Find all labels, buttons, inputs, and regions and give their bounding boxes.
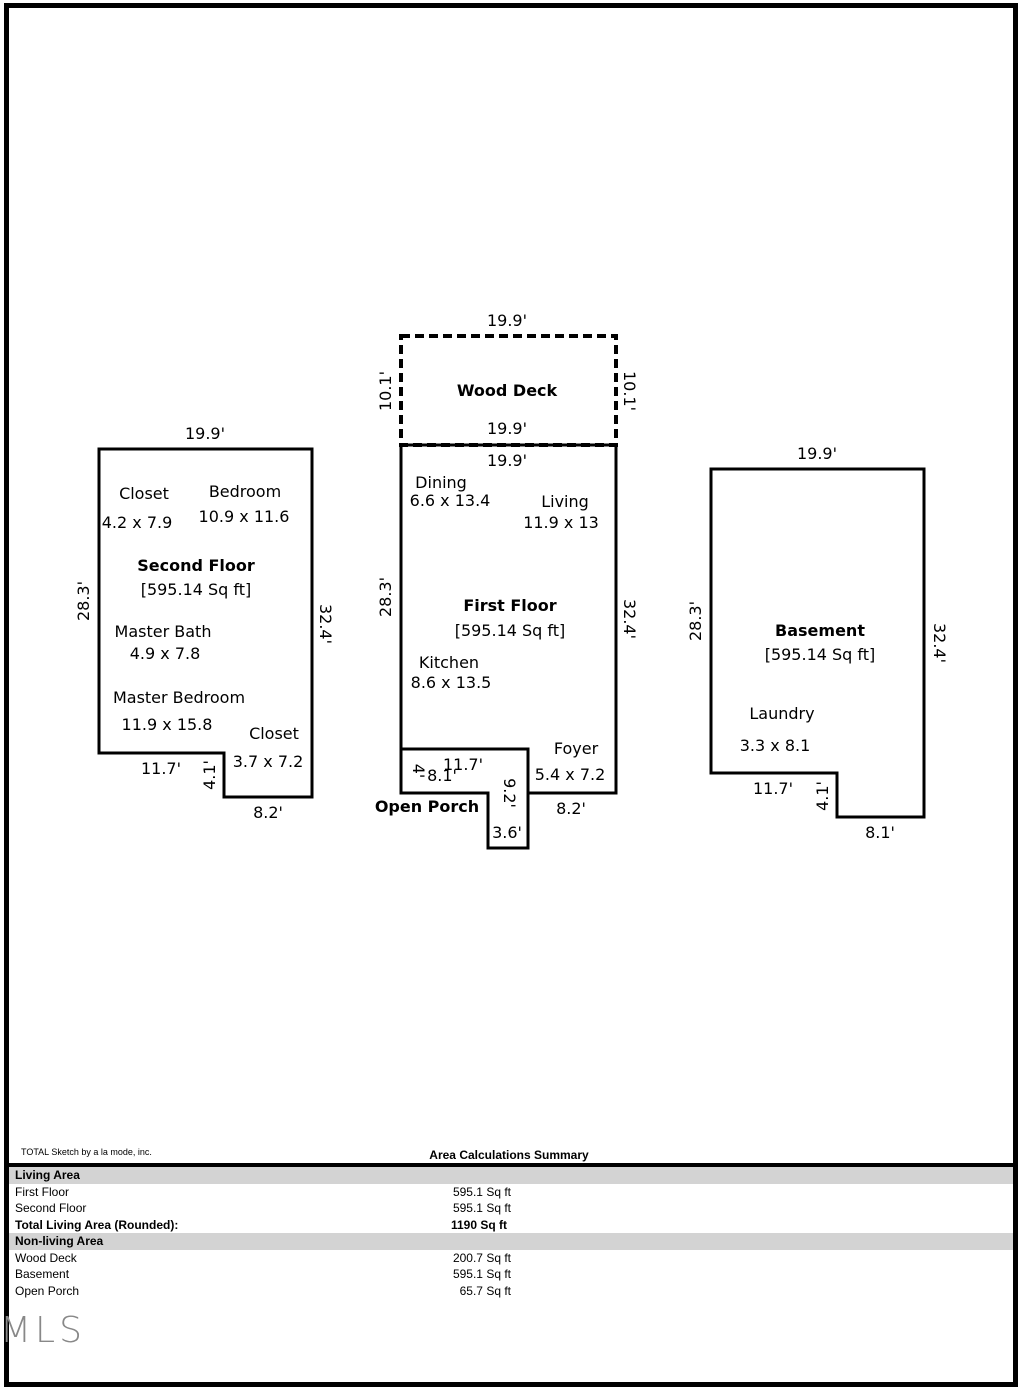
open-porch-bottom-dim: 3.6' [492, 823, 522, 842]
basement-left-dim: 28.3' [686, 601, 705, 641]
basement-area: [595.14 Sq ft] [765, 645, 876, 664]
summary-title: Area Calculations Summary [429, 1148, 589, 1162]
second-floor-step-height-dim: 4.1' [200, 760, 219, 790]
summary-label: Second Floor [15, 1201, 87, 1215]
first-floor-left-dim: 28.3' [376, 577, 395, 617]
basement-step-height-dim: 4.1' [813, 781, 832, 811]
room-size: 4.2 x 7.9 [102, 513, 173, 532]
first-floor-step-width-dim: 11.7' [443, 755, 483, 774]
basement-right-dim: 32.4' [930, 623, 949, 663]
summary-row: Wood Deck 200.7 Sq ft [9, 1250, 1013, 1267]
second-floor-outline [97, 447, 314, 799]
room-label: Closet [249, 724, 299, 743]
room-label: Kitchen [419, 653, 479, 672]
room-label: Dining [415, 473, 467, 492]
room-size: 11.9 x 15.8 [122, 715, 213, 734]
room-size: 5.4 x 7.2 [535, 765, 606, 784]
second-floor-top-dim: 19.9' [185, 424, 225, 443]
open-porch-title: Open Porch [375, 797, 479, 816]
summary-value: 595.1 Sq ft [452, 1201, 511, 1215]
summary-value: 1190 Sq ft [450, 1217, 507, 1232]
second-floor-left-dim: 28.3' [74, 581, 93, 621]
basement-bottom-dim: 8.1' [865, 823, 895, 842]
wood-deck-outline [399, 334, 618, 447]
summary-value: 595.1 Sq ft [452, 1267, 511, 1281]
wood-deck-bottom-dim: 19.9' [487, 419, 527, 438]
sketch-credit: TOTAL Sketch by a la mode, inc. [21, 1147, 152, 1157]
second-floor-title: Second Floor [137, 556, 255, 575]
summary-label: Non-living Area [15, 1234, 104, 1248]
open-porch-height-dim: 4' [409, 764, 428, 779]
open-porch-outline [399, 749, 530, 850]
room-label: Master Bath [115, 622, 212, 641]
room-size: 11.9 x 13 [523, 513, 599, 532]
first-floor-top-dim: 19.9' [487, 451, 527, 470]
first-floor-area: [595.14 Sq ft] [455, 621, 566, 640]
summary-row: First Floor 595.1 Sq ft [9, 1184, 1013, 1201]
room-label: Bedroom [209, 482, 281, 501]
summary-label: First Floor [15, 1184, 69, 1199]
open-porch-width-dim: 8.1' [427, 766, 457, 785]
second-floor-step-width-dim: 11.7' [141, 759, 181, 778]
summary-label: Total Living Area (Rounded): [15, 1217, 179, 1232]
summary-row: Basement 595.1 Sq ft [9, 1266, 1013, 1283]
room-label: Living [541, 492, 589, 511]
summary-label: Open Porch [15, 1283, 80, 1298]
first-floor-title: First Floor [463, 596, 556, 615]
summary-row: Open Porch 65.7 Sq ft [9, 1283, 1013, 1300]
basement-title: Basement [775, 621, 865, 640]
summary-section-header: Living Area [9, 1167, 1013, 1184]
mls-logo: MLS [0, 1310, 86, 1351]
floor-plan: 19.9' 19.9' 10.1' 10.1' Wood Deck 19.9' … [74, 311, 949, 850]
second-floor-area: [595.14 Sq ft] [141, 580, 252, 599]
summary-total-row: Total Living Area (Rounded): 1190 Sq ft [9, 1217, 1013, 1234]
basement-outline [709, 467, 926, 819]
room-size: 8.6 x 13.5 [411, 673, 492, 692]
basement-top-dim: 19.9' [797, 444, 837, 463]
wood-deck-top-dim: 19.9' [487, 311, 527, 330]
wood-deck-title: Wood Deck [457, 381, 558, 400]
room-label: Foyer [554, 739, 599, 758]
second-floor-bottom-dim: 8.2' [253, 803, 283, 822]
open-porch-depth-dim: 9.2' [500, 778, 519, 808]
room-label: Laundry [749, 704, 814, 723]
summary-value: 65.7 Sq ft [459, 1283, 511, 1298]
room-label: Closet [119, 484, 169, 503]
basement-step-width-dim: 11.7' [753, 779, 793, 798]
summary-label: Wood Deck [15, 1250, 77, 1265]
room-size: 10.9 x 11.6 [199, 507, 290, 526]
room-size: 3.7 x 7.2 [233, 752, 304, 771]
room-size: 3.3 x 8.1 [740, 736, 811, 755]
summary-label: Living Area [15, 1168, 80, 1182]
wood-deck-left-dim: 10.1' [376, 371, 395, 411]
wood-deck-right-dim: 10.1' [620, 371, 639, 411]
first-floor-right-dim: 32.4' [620, 599, 639, 639]
room-size: 6.6 x 13.4 [410, 491, 491, 510]
summary-section-header: Non-living Area [9, 1233, 1013, 1250]
second-floor-right-dim: 32.4' [316, 604, 335, 644]
first-floor-bottom-dim: 8.2' [556, 799, 586, 818]
summary-value: 200.7 Sq ft [452, 1250, 511, 1265]
summary-label: Basement [15, 1267, 70, 1281]
summary-row: Second Floor 595.1 Sq ft [9, 1200, 1013, 1217]
room-label: Master Bedroom [113, 688, 245, 707]
room-size: 4.9 x 7.8 [130, 644, 201, 663]
summary-value: 595.1 Sq ft [452, 1184, 511, 1199]
